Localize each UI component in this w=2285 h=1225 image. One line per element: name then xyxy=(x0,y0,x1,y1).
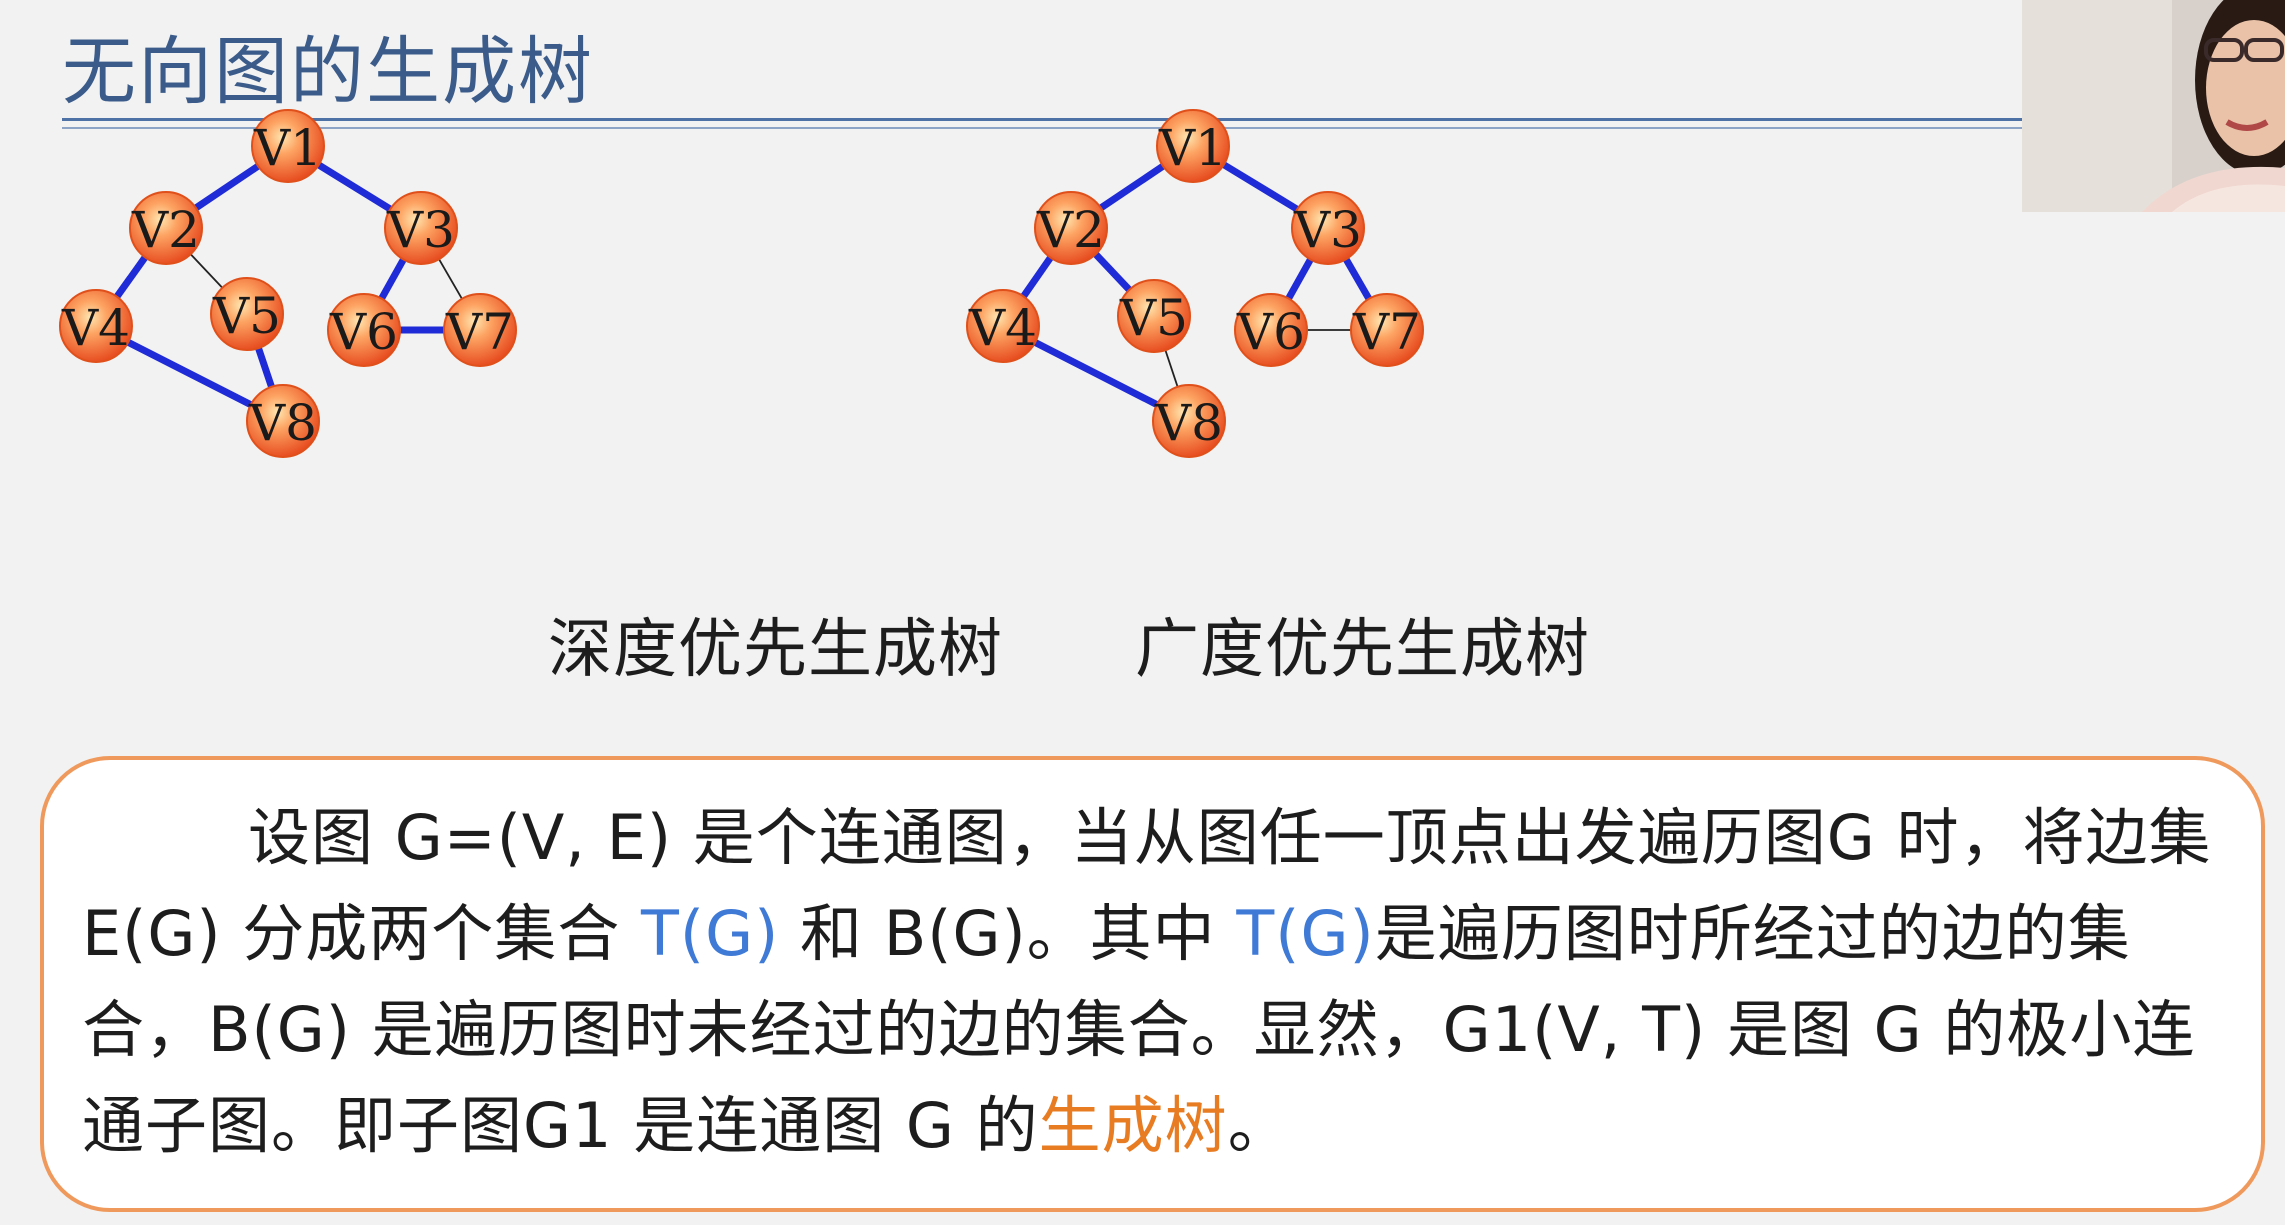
dfs-node-V8: V8 xyxy=(246,384,320,458)
bfs-tree-edge-V4-V8 xyxy=(1031,338,1161,409)
dfs-node-circle xyxy=(384,191,458,265)
definition-box xyxy=(40,756,2265,1212)
dfs-non-tree-edge-V3-V7 xyxy=(438,258,463,300)
presenter-avatar xyxy=(2022,0,2285,212)
bfs-tree-edge-V3-V7 xyxy=(1342,255,1373,303)
dfs-tree-edge-V1-V3 xyxy=(315,161,394,213)
bfs-node-label: V5 xyxy=(1119,289,1188,347)
bfs-node-label: V7 xyxy=(1352,303,1421,361)
bfs-node-circle xyxy=(966,289,1040,363)
dfs-node-V1: V1 xyxy=(251,109,325,183)
bfs-tree-edge-V2-V5 xyxy=(1092,250,1133,294)
definition-paragraph: 设图 G=(V, E) 是个连通图，当从图任一顶点出发遍历图G 时，将边集 E(… xyxy=(82,790,2232,1174)
definition-text-2: 和 B(G)。其中 xyxy=(779,897,1237,970)
bfs-node-label: V3 xyxy=(1293,201,1362,259)
dfs-node-V5: V5 xyxy=(210,277,284,351)
bfs-node-V6: V6 xyxy=(1234,293,1308,367)
definition-text-1: 设图 G=(V, E) 是个连通图，当从图任一顶点出发遍历图G 时，将边集 E(… xyxy=(82,801,2212,970)
dfs-node-V7: V7 xyxy=(443,293,517,367)
bfs-node-label: V1 xyxy=(1158,119,1227,177)
dfs-node-circle xyxy=(443,293,517,367)
bfs-node-label: V4 xyxy=(968,299,1037,357)
dfs-node-V2: V2 xyxy=(129,191,203,265)
bfs-tree-edge-V1-V2 xyxy=(1097,162,1167,212)
dfs-node-label: V5 xyxy=(212,287,281,345)
bfs-node-V7: V7 xyxy=(1350,293,1424,367)
dfs-node-V4: V4 xyxy=(59,289,133,363)
dfs-node-label: V7 xyxy=(445,303,514,361)
title-underline-secondary xyxy=(62,127,2022,129)
bfs-node-circle xyxy=(1156,109,1230,183)
bfs-tree-edge-V3-V6 xyxy=(1285,255,1314,303)
bfs-node-circle xyxy=(1152,384,1226,458)
bfs-node-circle xyxy=(1234,293,1308,367)
dfs-node-V3: V3 xyxy=(384,191,458,265)
dfs-node-label: V3 xyxy=(386,201,455,259)
definition-text-4: 。 xyxy=(1227,1089,1291,1162)
dfs-node-circle xyxy=(210,277,284,351)
dfs-non-tree-edge-V2-V5 xyxy=(190,253,223,289)
bfs-tree-edge-V2-V4 xyxy=(1020,254,1054,300)
bfs-node-label: V2 xyxy=(1036,201,1105,259)
term-tg-2: T(G) xyxy=(1236,897,1375,970)
bfs-node-circle xyxy=(1291,191,1365,265)
dfs-node-label: V4 xyxy=(61,299,130,357)
term-spanning-tree: 生成树 xyxy=(1038,1089,1228,1162)
bfs-node-label: V6 xyxy=(1236,303,1305,361)
title-underline xyxy=(62,118,2022,121)
dfs-node-label: V1 xyxy=(253,119,322,177)
bfs-node-label: V8 xyxy=(1154,394,1223,452)
dfs-tree-edge-V1-V2 xyxy=(192,162,262,212)
bfs-node-V5: V5 xyxy=(1117,279,1191,353)
bfs-node-circle xyxy=(1034,191,1108,265)
bfs-tree-edge-V1-V3 xyxy=(1220,161,1301,213)
definition-text-3: 是遍历图时所经过的边的集合，B(G) 是遍历图时未经过的边的集合。显然，G1(V… xyxy=(82,897,2196,1162)
presenter-webcam-overlay xyxy=(2022,0,2285,212)
bfs-node-V4: V4 xyxy=(966,289,1040,363)
bfs-non-tree-edge-V5-V8 xyxy=(1164,349,1179,388)
dfs-tree-edge-V3-V6 xyxy=(378,255,407,303)
bfs-node-V2: V2 xyxy=(1034,191,1108,265)
dfs-tree-edge-V2-V4 xyxy=(113,253,149,301)
dfs-node-label: V2 xyxy=(131,201,200,259)
dfs-node-V6: V6 xyxy=(327,293,401,367)
dfs-node-label: V6 xyxy=(329,303,398,361)
dfs-node-circle xyxy=(246,384,320,458)
slide-title: 无向图的生成树 xyxy=(62,29,594,115)
bfs-node-V3: V3 xyxy=(1291,191,1365,265)
dfs-tree-caption: 深度优先生成树 xyxy=(548,613,1003,687)
bfs-node-circle xyxy=(1117,279,1191,353)
dfs-node-label: V8 xyxy=(248,394,317,452)
dfs-tree-edge-V8-V5 xyxy=(254,344,276,391)
dfs-node-circle xyxy=(251,109,325,183)
dfs-node-circle xyxy=(327,293,401,367)
dfs-tree-edge-V4-V8 xyxy=(124,338,255,409)
bfs-tree-caption: 广度优先生成树 xyxy=(1135,613,1590,687)
dfs-node-circle xyxy=(59,289,133,363)
bfs-node-V1: V1 xyxy=(1156,109,1230,183)
bfs-node-V8: V8 xyxy=(1152,384,1226,458)
dfs-node-circle xyxy=(129,191,203,265)
bfs-node-circle xyxy=(1350,293,1424,367)
term-tg-1: T(G) xyxy=(641,897,780,970)
